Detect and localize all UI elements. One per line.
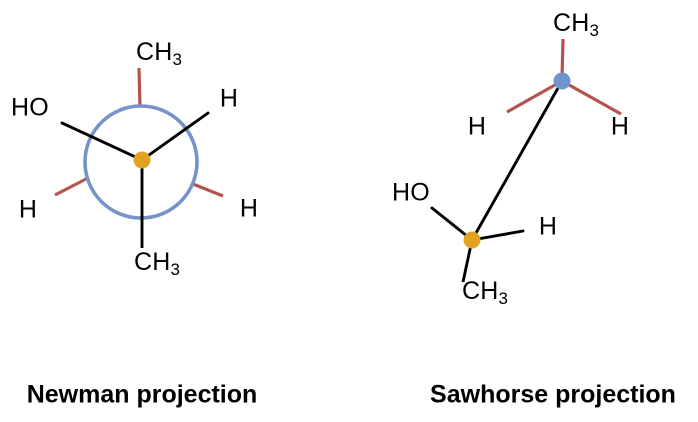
newman-caption: Newman projection (26, 380, 258, 409)
newman-back-bond-lower-right-h (192, 182, 224, 198)
sawhorse-front-bond-h (470, 229, 525, 242)
sawhorse-left-h-label: H (467, 112, 487, 141)
sawhorse-front-carbon-dot (463, 231, 481, 249)
newman-bottom-ch3-subscript: 3 (170, 260, 180, 279)
sawhorse-back-carbon-dot (553, 72, 571, 90)
sawhorse-top-ch3-text: CH (553, 9, 590, 37)
newman-bottom-ch3-label: CH3 (134, 248, 180, 279)
sawhorse-caption: Sawhorse projection (430, 380, 676, 409)
sawhorse-front-bond-ho (430, 206, 474, 242)
newman-ho-label: HO (11, 93, 49, 122)
newman-bottom-ch3-text: CH (134, 248, 171, 276)
sawhorse-top-ch3-subscript: 3 (589, 21, 599, 40)
sawhorse-front-h-label: H (538, 212, 558, 241)
sawhorse-top-ch3-label: CH3 (553, 9, 599, 40)
newman-back-bond-lower-left-h (54, 176, 89, 197)
newman-front-bond-ho (60, 121, 144, 162)
newman-front-bond-upper-right-h (140, 111, 210, 162)
newman-top-ch3-text: CH (136, 38, 173, 66)
sawhorse-bottom-ch3-label: CH3 (462, 277, 508, 308)
newman-front-carbon-dot (133, 151, 151, 169)
sawhorse-back-bond-left-h (506, 79, 563, 114)
sawhorse-right-h-label: H (610, 112, 630, 141)
newman-top-ch3-label: CH3 (136, 38, 182, 69)
sawhorse-cc-bond (470, 79, 564, 242)
newman-lower-right-h-label: H (239, 194, 259, 223)
newman-back-bond-top-ch3 (137, 67, 142, 108)
sawhorse-ho-label: HO (392, 178, 430, 207)
newman-top-ch3-subscript: 3 (172, 50, 182, 69)
newman-upper-right-h-label: H (219, 84, 239, 113)
sawhorse-back-bond-right-h (561, 79, 622, 116)
sawhorse-bottom-ch3-subscript: 3 (498, 289, 508, 308)
sawhorse-back-bond-top-ch3 (560, 38, 565, 79)
newman-lower-left-h-label: H (18, 195, 38, 224)
sawhorse-bottom-ch3-text: CH (462, 277, 499, 305)
